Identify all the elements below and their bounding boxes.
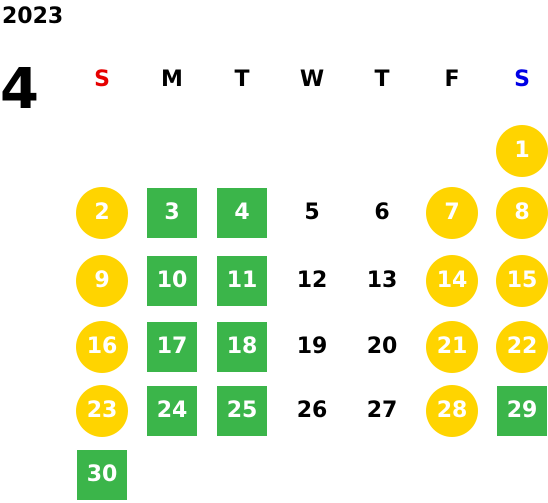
calendar-day-14: 14 bbox=[426, 255, 478, 307]
calendar-day-8: 8 bbox=[496, 187, 548, 239]
weekday-header-tuesday: T bbox=[234, 67, 250, 92]
calendar-day-4: 4 bbox=[217, 188, 267, 238]
calendar-day-10: 10 bbox=[147, 256, 197, 306]
calendar-day-30: 30 bbox=[77, 450, 127, 500]
calendar-day-16: 16 bbox=[76, 321, 128, 373]
calendar-day-28: 28 bbox=[426, 385, 478, 437]
calendar-day-19: 19 bbox=[296, 334, 328, 359]
calendar-day-27: 27 bbox=[366, 398, 398, 423]
weekday-header-monday: M bbox=[161, 67, 183, 92]
weekday-header-thursday: T bbox=[374, 67, 390, 92]
calendar-day-21: 21 bbox=[426, 321, 478, 373]
weekday-header-saturday: S bbox=[514, 67, 530, 92]
calendar-year: 2023 bbox=[2, 4, 64, 29]
calendar-day-5: 5 bbox=[304, 200, 320, 225]
calendar-day-22: 22 bbox=[496, 321, 548, 373]
calendar-day-1: 1 bbox=[496, 125, 548, 177]
calendar-day-20: 20 bbox=[366, 334, 398, 359]
weekday-header-wednesday: W bbox=[299, 67, 325, 92]
calendar-day-26: 26 bbox=[296, 398, 328, 423]
calendar-month: 4 bbox=[0, 57, 39, 122]
calendar-day-9: 9 bbox=[76, 255, 128, 307]
weekday-header-sunday: S bbox=[94, 67, 110, 92]
calendar-day-7: 7 bbox=[426, 187, 478, 239]
calendar-day-29: 29 bbox=[497, 386, 547, 436]
calendar-day-23: 23 bbox=[76, 385, 128, 437]
calendar-day-6: 6 bbox=[374, 200, 390, 225]
calendar-day-13: 13 bbox=[366, 268, 398, 293]
calendar-day-25: 25 bbox=[217, 386, 267, 436]
calendar-day-15: 15 bbox=[496, 255, 548, 307]
calendar-day-12: 12 bbox=[296, 268, 328, 293]
weekday-header-friday: F bbox=[444, 67, 460, 92]
calendar-day-18: 18 bbox=[217, 322, 267, 372]
calendar-day-2: 2 bbox=[76, 187, 128, 239]
calendar-day-11: 11 bbox=[217, 256, 267, 306]
calendar-day-17: 17 bbox=[147, 322, 197, 372]
calendar-day-24: 24 bbox=[147, 386, 197, 436]
calendar-day-3: 3 bbox=[147, 188, 197, 238]
